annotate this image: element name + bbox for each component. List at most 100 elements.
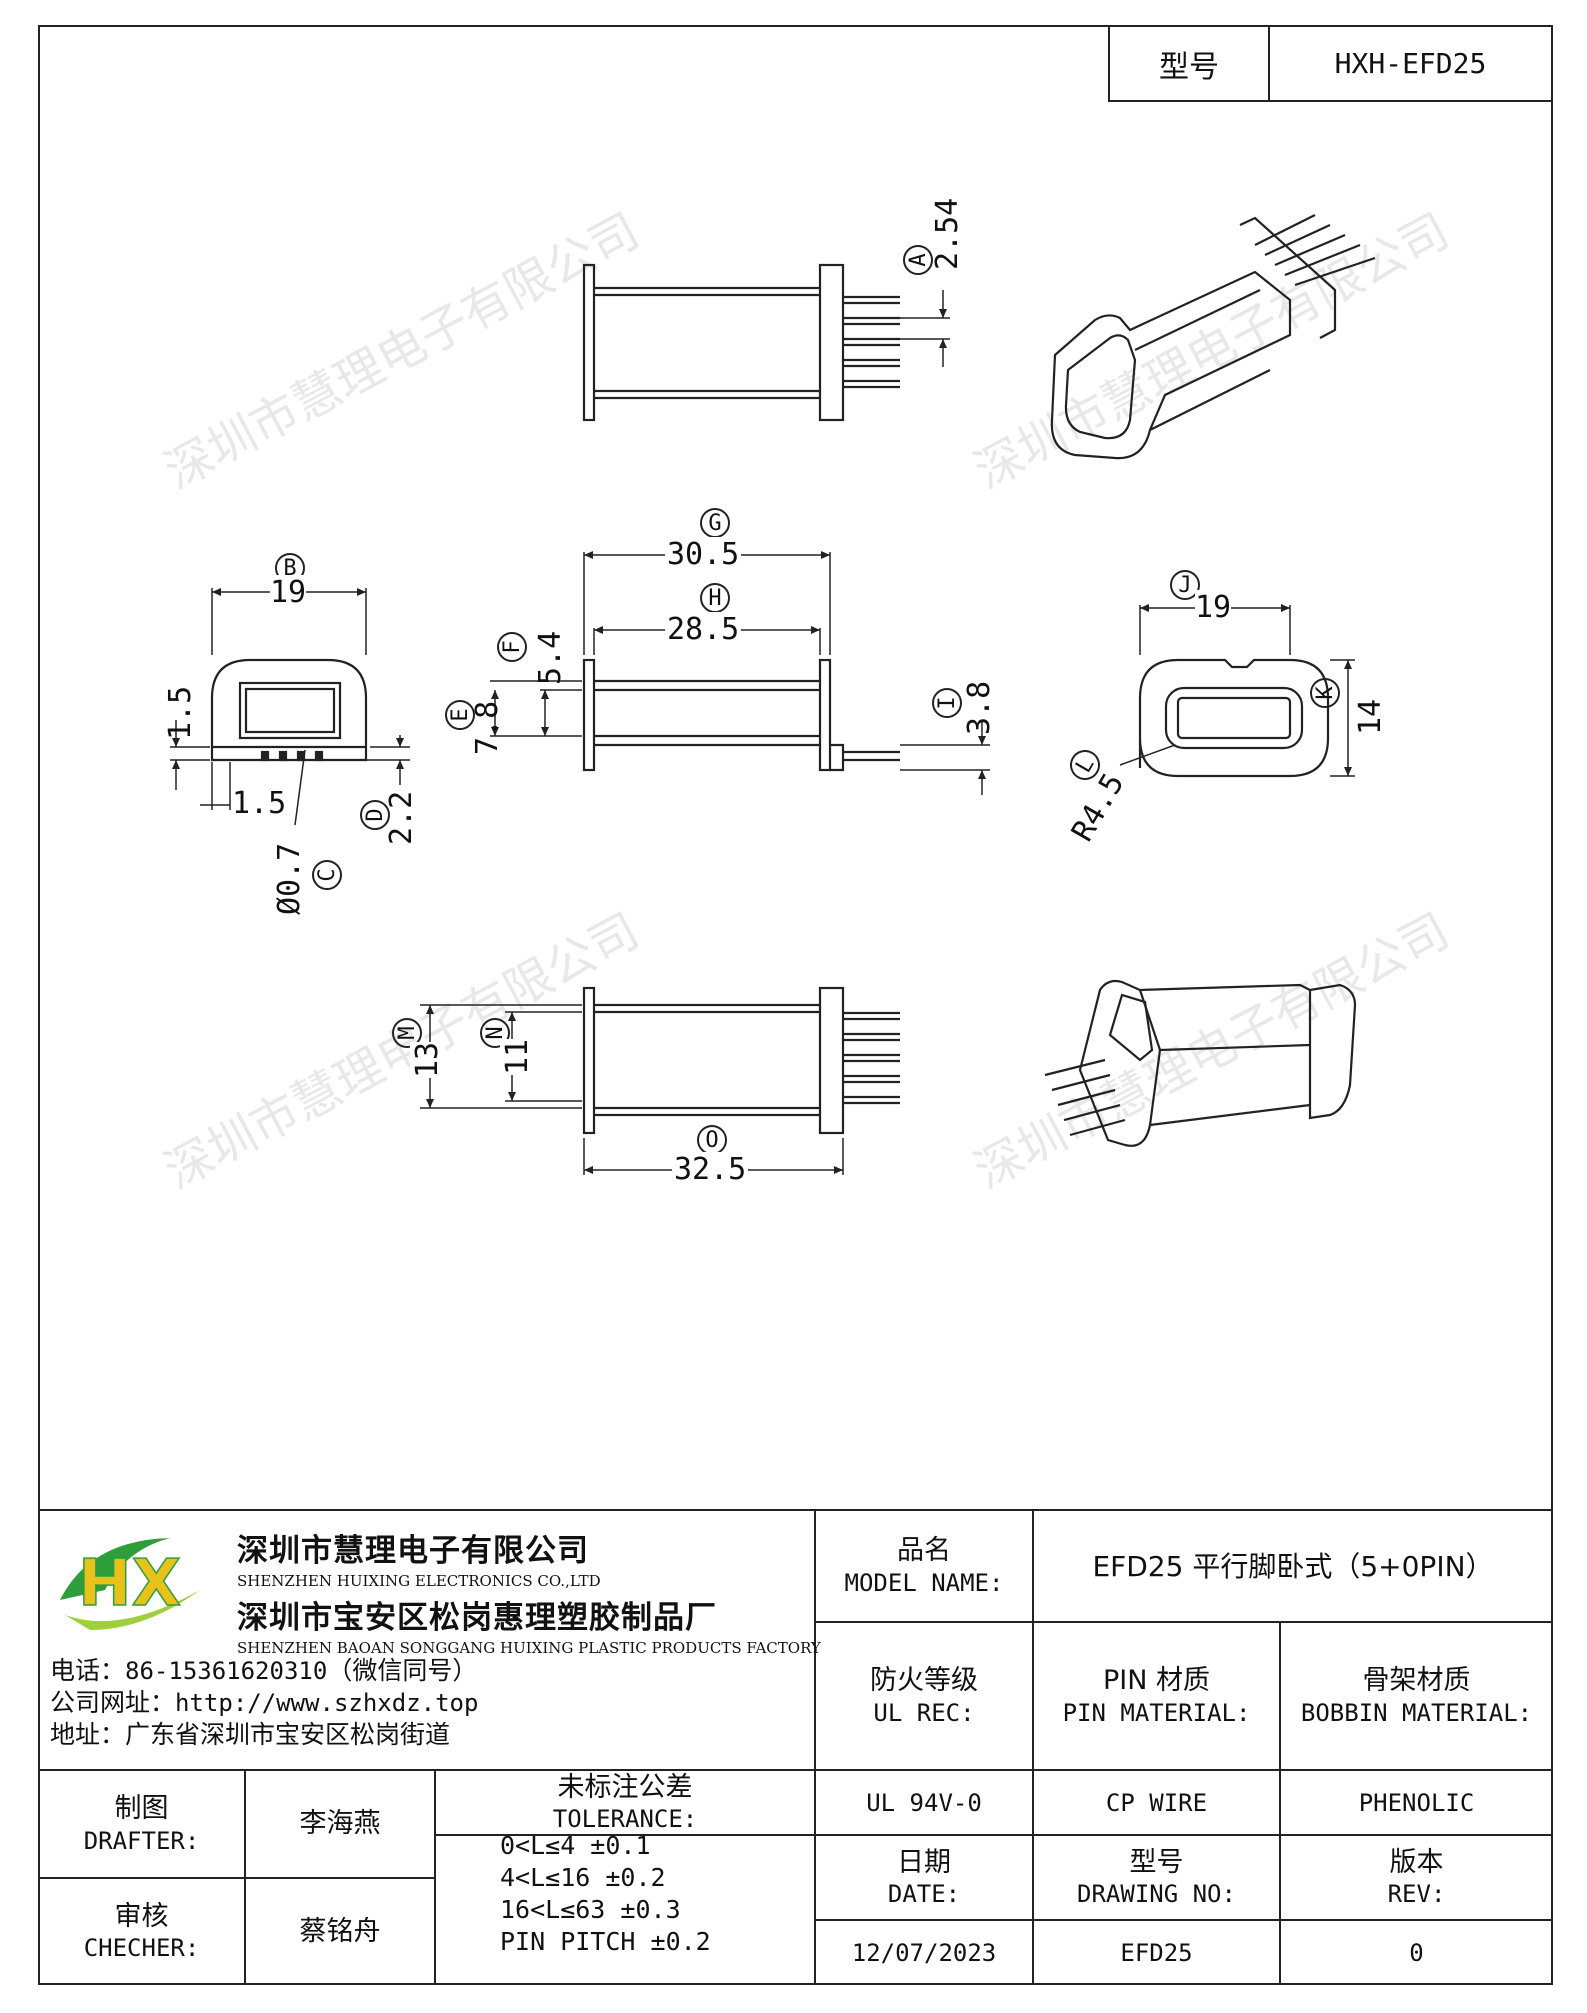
dim-g-value: 30.5	[665, 537, 742, 572]
date-value: 12/07/2023	[815, 1920, 1033, 1985]
tolerance-row: 0<L≤4 ±0.1	[500, 1831, 651, 1860]
model-name-value-text: EFD25 平行脚卧式（5+0PIN）	[1092, 1549, 1494, 1583]
bottom-view-pins	[843, 1011, 900, 1105]
tolerance-list: 0<L≤4 ±0.1 4<L≤16 ±0.2 16<L≤63 ±0.3 PIN …	[500, 1830, 711, 1958]
drafter-name-text: 李海燕	[299, 1808, 381, 1840]
dim-k-tag: K	[1310, 678, 1340, 708]
drafter-label: 制图 DRAFTER:	[38, 1770, 245, 1878]
dim-b-value: 19	[270, 575, 307, 610]
isometric-view-bottom	[1044, 979, 1357, 1147]
dim-f-value: 5.4	[533, 630, 568, 685]
dim-g-tag: G	[700, 508, 730, 538]
ul-rec-label-cn: 防火等级	[870, 1665, 978, 1697]
model-header-label: 型号	[1110, 27, 1270, 100]
contact-info: 电话：86-15361620310（微信同号） 公司网址：http://www.…	[50, 1655, 478, 1751]
dim-o-tag: O	[697, 1125, 727, 1155]
isometric-view-top	[1050, 214, 1376, 460]
bobbin-material-label-en: BOBBIN MATERIAL:	[1300, 1698, 1533, 1727]
dim-h-value: 28.5	[665, 612, 742, 647]
dim-f-tag: F	[497, 632, 527, 662]
date-label-cn: 日期	[897, 1846, 951, 1878]
company-info: 深圳市慧理电子有限公司 SHENZHEN HUIXING ELECTRONICS…	[237, 1525, 821, 1657]
dim-a-tag: A	[903, 245, 933, 275]
dim-c-tag: C	[312, 860, 342, 890]
phone-note: （微信同号）	[327, 1656, 478, 1685]
model-header-box: 型号 HXH-EFD25	[1108, 25, 1553, 102]
dim-i-tag: I	[932, 688, 962, 718]
address-label: 地址：	[50, 1720, 126, 1749]
drawing-frame	[38, 25, 1553, 1985]
logo-swoosh-green	[60, 1538, 170, 1600]
rev-label-cn: 版本	[1389, 1846, 1444, 1878]
dim-o-value: 32.5	[672, 1152, 749, 1187]
dim-i-value: 3.8	[962, 680, 997, 735]
rev-label-en: REV:	[1387, 1880, 1446, 1909]
model-name-value: EFD25 平行脚卧式（5+0PIN）	[1033, 1510, 1553, 1622]
date-label: 日期 DATE:	[815, 1835, 1033, 1920]
phone-label: 电话：	[50, 1656, 126, 1685]
bobbin-material-value-text: PHENOLIC	[1358, 1788, 1475, 1817]
dim-c-value: Ø0.7	[272, 842, 307, 915]
rev-label: 版本 REV:	[1280, 1835, 1553, 1920]
website-row: 公司网址：http://www.szhxdz.top	[50, 1687, 478, 1719]
pin-material-label-en: PIN MATERIAL:	[1062, 1698, 1251, 1727]
dim-d-value: 2.2	[384, 790, 419, 845]
date-value-text: 12/07/2023	[851, 1938, 997, 1967]
pin-material-value: CP WIRE	[1033, 1770, 1280, 1835]
model-name-label-en: MODEL NAME:	[844, 1568, 1004, 1597]
bobbin-material-label-cn: 骨架材质	[1362, 1665, 1471, 1697]
pin-material-value-text: CP WIRE	[1105, 1788, 1208, 1817]
checker-name: 蔡铭舟	[245, 1878, 435, 1985]
factory-name-en: SHENZHEN BAOAN SONGGANG HUIXING PLASTIC …	[237, 1639, 821, 1657]
dim-m-value: 13	[410, 1041, 445, 1078]
website-url: http://www.szhxdz.top	[175, 1689, 479, 1717]
factory-name-cn: 深圳市宝安区松岗惠理塑胶制品厂	[237, 1600, 717, 1636]
company-name-en: SHENZHEN HUIXING ELECTRONICS CO.,LTD	[237, 1572, 601, 1590]
dim-a-value: 2.54	[930, 197, 965, 270]
checker-label-cn: 审核	[114, 1900, 169, 1932]
drawing-no-value-text: EFD25	[1120, 1938, 1193, 1967]
ul-rec-label-en: UL REC:	[873, 1698, 975, 1727]
tolerance-row: 16<L≤63 ±0.3	[500, 1895, 681, 1924]
website-label: 公司网址：	[50, 1688, 176, 1717]
model-name-label-cn: 品名	[897, 1535, 951, 1567]
dim-n-value: 11	[500, 1038, 535, 1075]
drawing-no-value: EFD25	[1033, 1920, 1280, 1985]
title-block-grid	[38, 1509, 1553, 1985]
checker-label: 审核 CHECHER:	[38, 1878, 245, 1985]
drafter-label-en: DRAFTER:	[83, 1826, 200, 1855]
ul-rec-value: UL 94V-0	[815, 1770, 1033, 1835]
logo-swoosh-light	[65, 1590, 200, 1630]
top-view-pins	[843, 295, 900, 389]
ul-rec-value-text: UL 94V-0	[866, 1788, 982, 1817]
address-row: 地址：广东省深圳市宝安区松岗街道	[50, 1719, 478, 1751]
bobbin-material-label: 骨架材质 BOBBIN MATERIAL:	[1280, 1622, 1553, 1770]
dim-side-top: 1.5	[163, 685, 198, 740]
ul-rec-label: 防火等级 UL REC:	[815, 1622, 1033, 1770]
company-name-cn: 深圳市慧理电子有限公司	[237, 1533, 589, 1569]
drawing-no-label-en: DRAWING NO:	[1077, 1880, 1236, 1909]
dim-side-bottom: 1.5	[232, 786, 287, 821]
dim-j-value: 19	[1195, 590, 1232, 625]
tolerance-label-en: TOLERANCE:	[552, 1805, 698, 1834]
dim-e-value: 7.8	[470, 700, 505, 755]
top-view	[582, 263, 950, 422]
tolerance-label: 未标注公差 TOLERANCE:	[435, 1770, 815, 1835]
company-logo: HX	[60, 1538, 200, 1630]
logo-text: HX	[78, 1547, 181, 1621]
phone-number: 86-15361620310	[125, 1657, 328, 1685]
bobbin-material-value: PHENOLIC	[1280, 1770, 1553, 1835]
date-label-en: DATE:	[887, 1880, 961, 1909]
rev-value-text: 0	[1409, 1938, 1424, 1967]
tolerance-row: PIN PITCH ±0.2	[500, 1927, 711, 1956]
drafter-label-cn: 制图	[114, 1793, 169, 1825]
bottom-view	[420, 986, 900, 1175]
address-value: 广东省深圳市宝安区松岗街道	[125, 1720, 451, 1749]
end-view	[1119, 604, 1355, 778]
drawing-no-label-cn: 型号	[1129, 1846, 1184, 1878]
dim-j-tag: J	[1170, 570, 1200, 600]
pin-material-label: PIN 材质 PIN MATERIAL:	[1033, 1622, 1280, 1770]
checker-label-en: CHECHER:	[83, 1934, 200, 1963]
drafter-name: 李海燕	[245, 1770, 435, 1878]
